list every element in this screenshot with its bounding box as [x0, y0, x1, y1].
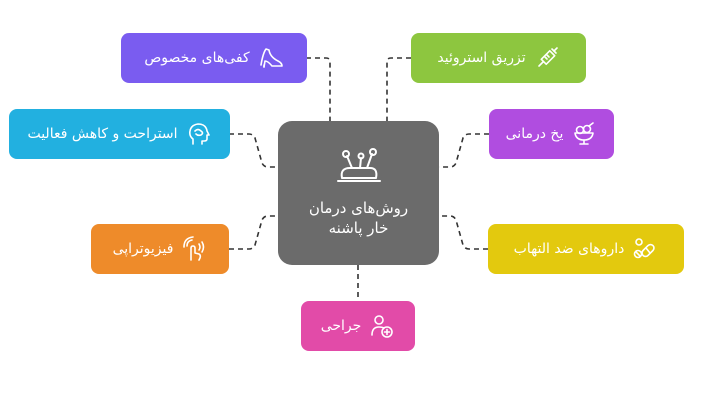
- node-rest: استراحت و کاهش فعالیت: [9, 109, 230, 159]
- node-ice-therapy-label: یخ درمانی: [505, 126, 564, 142]
- node-steroid-injection-label: تزریق استروئید: [437, 50, 526, 66]
- central-title-line-2: خار پاشنه: [328, 219, 389, 237]
- surgeon-icon: [369, 313, 395, 339]
- node-surgery-label: جراحی: [320, 318, 362, 334]
- connector-physiotherapy: [229, 215, 278, 250]
- ice-cream-bowl-icon: [571, 121, 597, 147]
- node-anti-inflammatory: داروهای ضد التهاب: [488, 224, 684, 274]
- connector-anti-inflammatory: [439, 215, 488, 250]
- connector-rest: [229, 133, 278, 168]
- node-ice-therapy: یخ درمانی: [489, 109, 614, 159]
- connector-ice-therapy: [439, 133, 489, 168]
- node-surgery: جراحی: [301, 301, 415, 351]
- connector-steroid-injection: [386, 57, 411, 121]
- head-mind-icon: [186, 121, 212, 147]
- node-custom-shoes-label: کفی‌های مخصوص: [144, 50, 250, 66]
- node-anti-inflammatory-label: داروهای ضد التهاب: [513, 241, 625, 257]
- pills-icon: [632, 236, 658, 262]
- node-physiotherapy: فیزیوتراپی: [91, 224, 229, 274]
- node-rest-label: استراحت و کاهش فعالیت: [27, 126, 178, 142]
- pin-cushion-icon: [334, 148, 384, 192]
- connector-custom-shoes: [306, 57, 331, 121]
- central-title-line-1: روش‌های درمان: [308, 199, 409, 217]
- syringe-icon: [534, 45, 560, 71]
- node-custom-shoes: کفی‌های مخصوص: [121, 33, 307, 83]
- node-physiotherapy-label: فیزیوتراپی: [112, 241, 174, 257]
- high-heel-shoe-icon: [258, 45, 284, 71]
- node-steroid-injection: تزریق استروئید: [411, 33, 586, 83]
- central-topic: روش‌های درمان خار پاشنه: [278, 121, 439, 265]
- touch-waves-icon: [181, 236, 207, 262]
